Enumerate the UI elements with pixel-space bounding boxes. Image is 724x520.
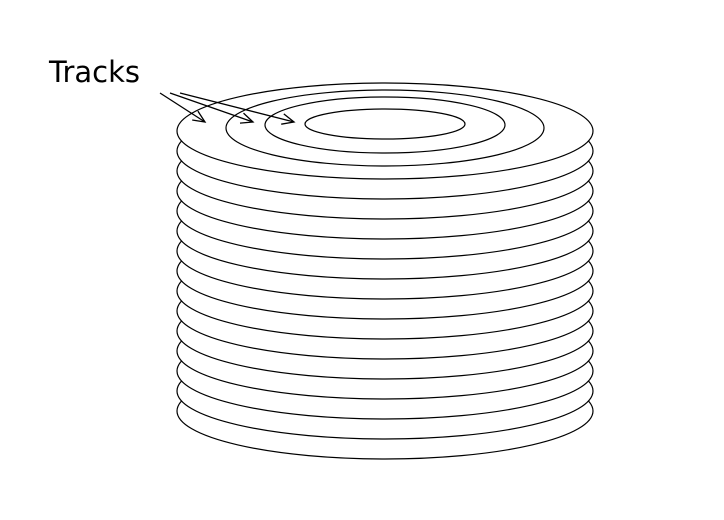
arrow-line-1: [159, 92, 206, 123]
arrow-line-2: [169, 92, 254, 123]
arrow-head-2: [239, 112, 255, 124]
arrow-head-1: [192, 110, 207, 123]
track-ring-3: [304, 108, 466, 140]
arrow-head-3: [281, 113, 296, 125]
platter-stack: [176, 82, 594, 460]
arrow-line-3: [179, 92, 295, 123]
tracks-label: Tracks: [48, 55, 140, 89]
track-ring-2: [264, 96, 506, 154]
track-ring-1: [225, 89, 545, 167]
track-pointer-arrows: [159, 92, 296, 125]
platter-1: [176, 82, 594, 180]
track-rings: [225, 89, 545, 167]
